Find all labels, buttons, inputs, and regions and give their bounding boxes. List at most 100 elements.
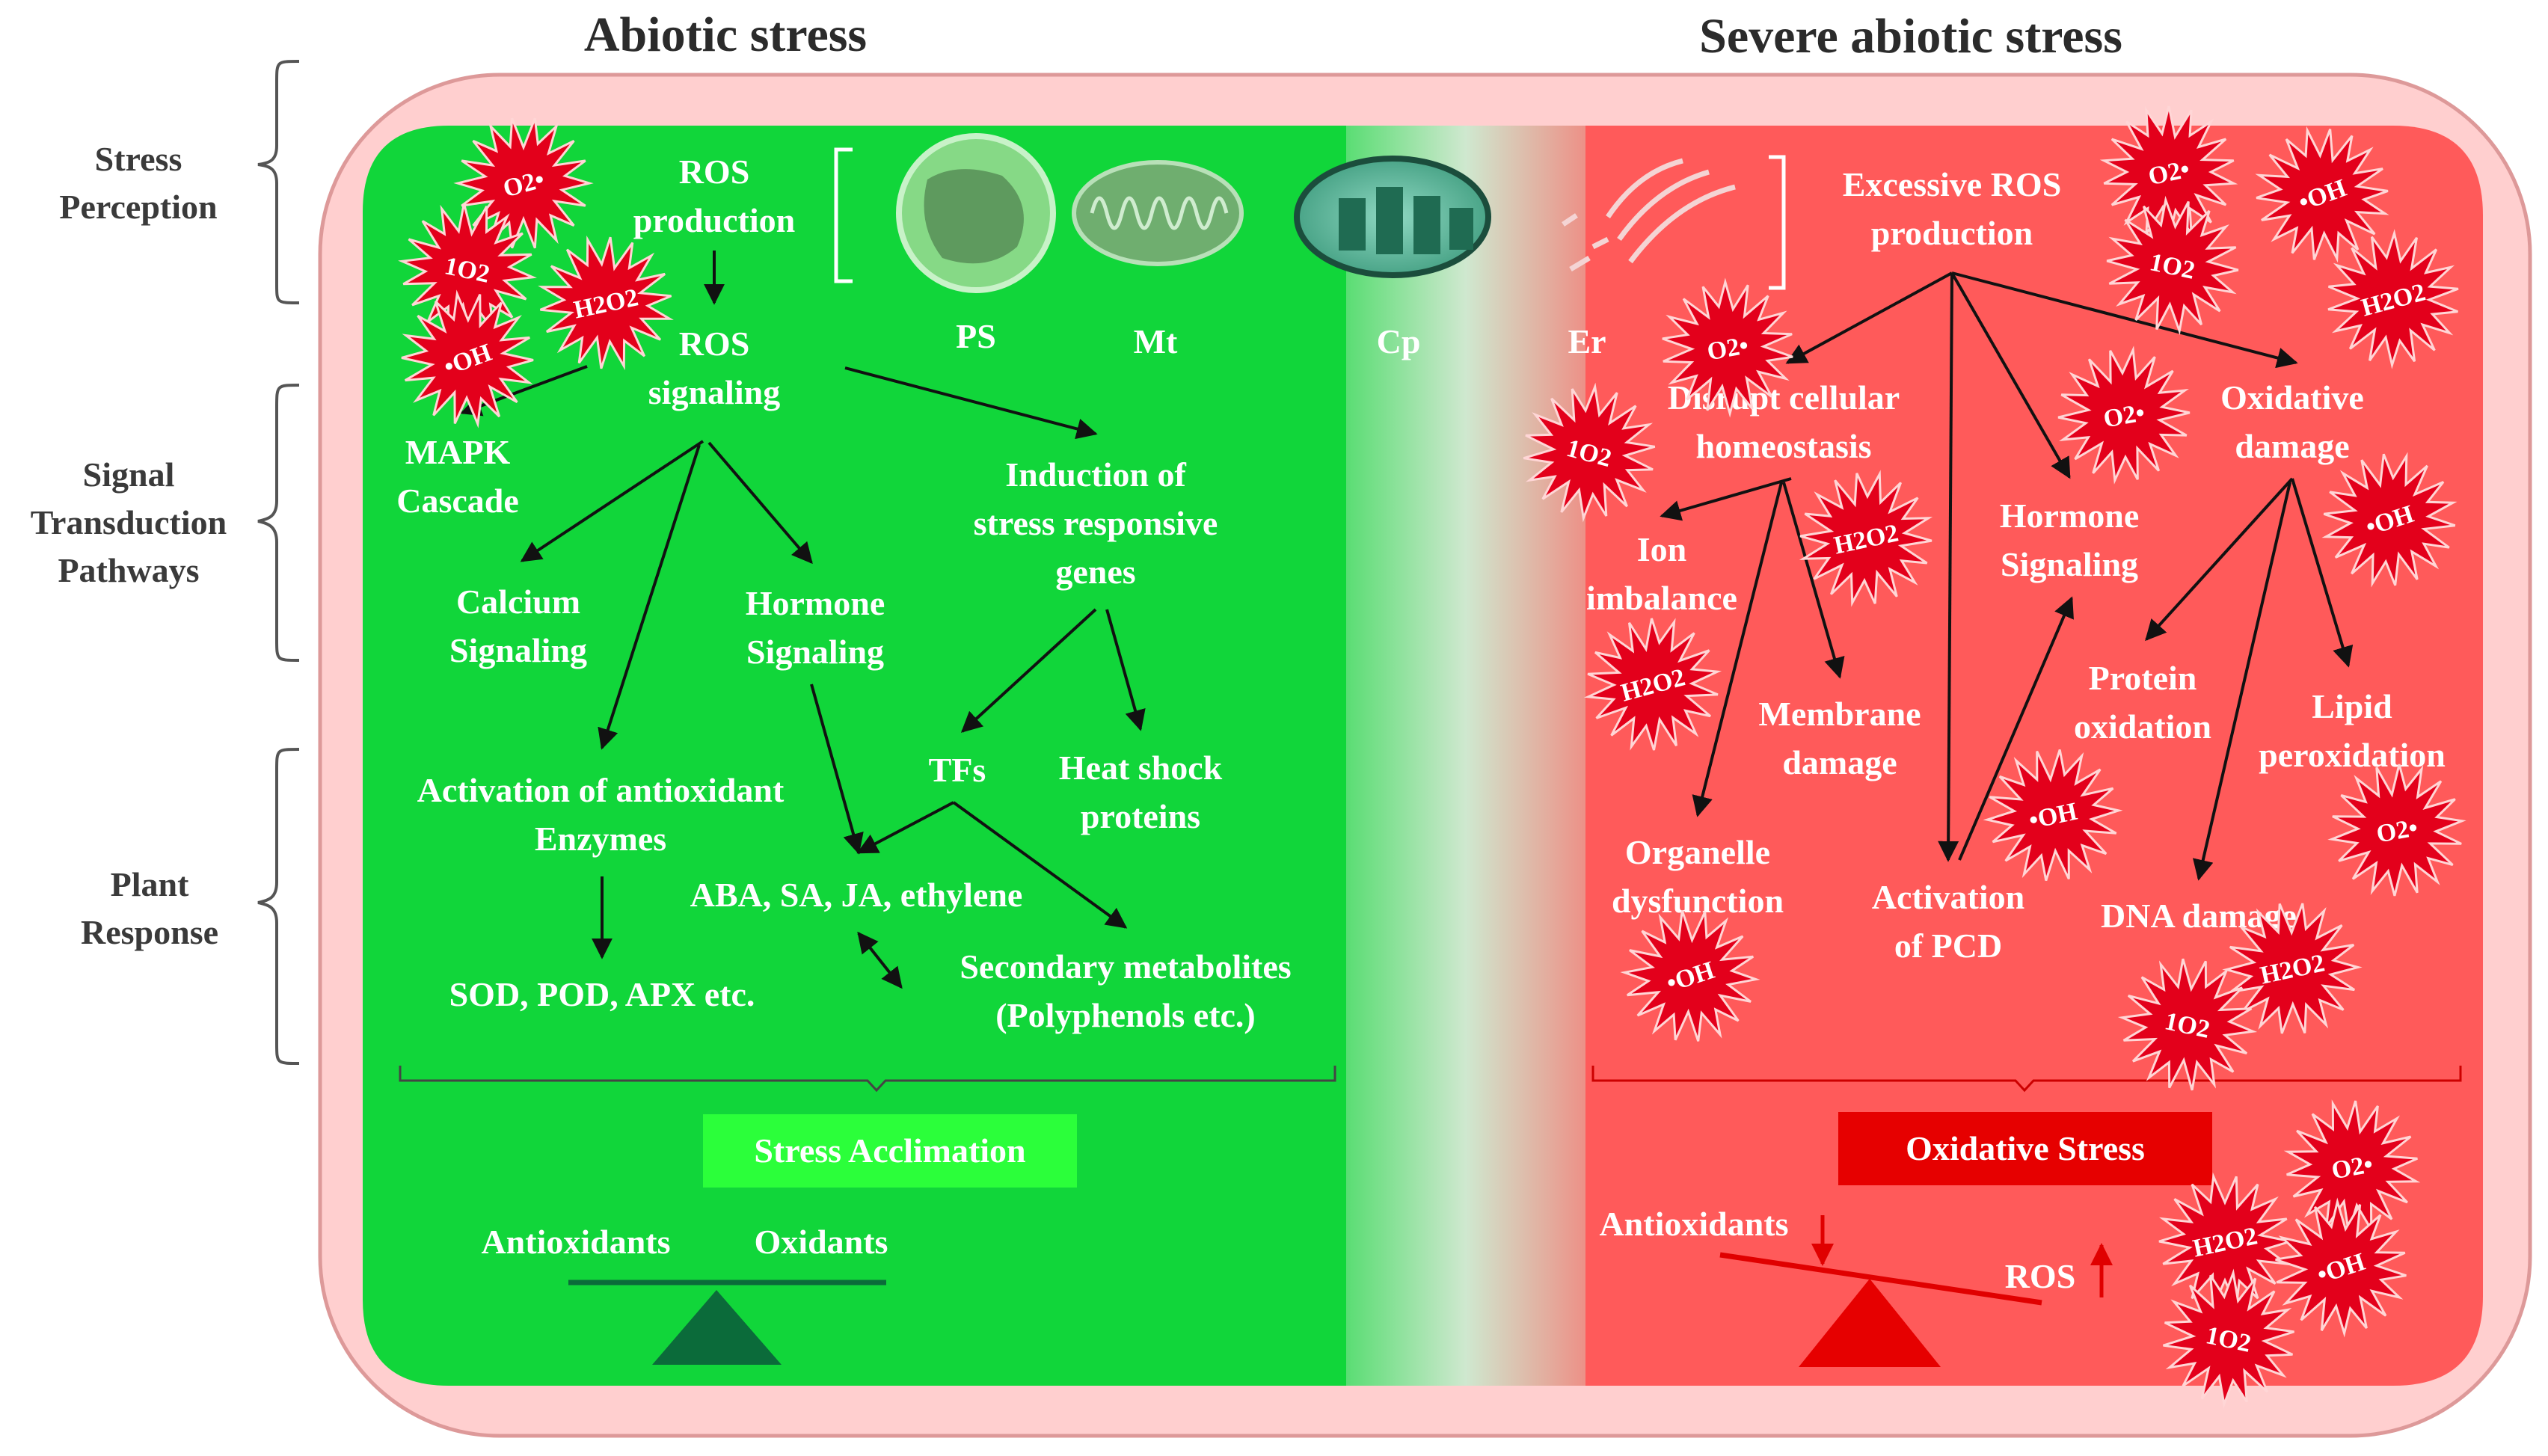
lipid-2: peroxidation — [2259, 736, 2446, 774]
green-panel — [363, 126, 1346, 1386]
oxidative-damage-1: Oxidative — [2220, 378, 2364, 417]
label-stress-perception-2: Perception — [59, 188, 217, 226]
enzymes: SOD, POD, APX etc. — [449, 975, 755, 1013]
oxidative-damage-2: damage — [2235, 427, 2349, 465]
left-arrows — [460, 251, 1146, 989]
ros-badge-peroxide: H2O2 — [538, 235, 674, 371]
right-balance-fulcrum — [1799, 1279, 1941, 1367]
calcium-1: Calcium — [456, 583, 580, 621]
right-hormone-1: Hormone — [2000, 497, 2140, 535]
stress-acclimation-label: Stress Acclimation — [754, 1131, 1025, 1170]
ros-production-2: production — [633, 201, 795, 239]
ros-badge-hydroxyl: •OH — [2321, 452, 2458, 588]
right-balance-beam — [1719, 1252, 2042, 1306]
left-bottom-brace — [399, 1066, 1336, 1093]
ros-badge-hydroxyl: •OH — [1983, 749, 2123, 881]
ros-badge-hydroxyl: •OH — [1620, 910, 1760, 1042]
ros-signaling-1: ROS — [679, 325, 750, 363]
left-balance-oxidants: Oxidants — [755, 1223, 888, 1261]
mitochondrion-icon — [1072, 160, 1244, 266]
ros-badge-hydroxyl: •OH — [2255, 126, 2389, 263]
ros-badge-singlet: 1O2 — [2117, 958, 2258, 1091]
left-balance-antioxidants: Antioxidants — [481, 1223, 670, 1261]
bracket-right — [1769, 155, 1786, 290]
right-bottom-brace — [1591, 1066, 2462, 1093]
mapk-2: Cascade — [396, 482, 519, 520]
left-balance-fulcrum — [652, 1290, 782, 1365]
left-header: Abiotic stress — [584, 7, 867, 62]
hormone-1: Hormone — [746, 584, 885, 622]
ros-badge-peroxide: H2O2 — [2327, 229, 2459, 369]
ros-badge-singlet: 1O2 — [398, 203, 537, 336]
label-er: Er — [1568, 322, 1606, 360]
ros-badge-superoxide: O2• — [1662, 277, 1793, 418]
label-signal-1: Signal — [83, 455, 175, 494]
ros-badge-peroxide: H2O2 — [2158, 1172, 2291, 1311]
oxidative-stress-box — [1838, 1112, 2212, 1185]
pcd-2: of PCD — [1894, 927, 2002, 965]
ros-badge-peroxide: H2O2 — [1799, 470, 1933, 607]
hormone-2: Signaling — [746, 633, 884, 671]
induction-1: Induction of — [1005, 455, 1186, 494]
right-header: Severe abiotic stress — [1699, 9, 2122, 64]
chloroplast-icon — [1294, 156, 1491, 278]
induction-3: genes — [1055, 553, 1135, 591]
ros-badge-superoxide: O2• — [2327, 764, 2466, 897]
calcium-2: Signaling — [449, 631, 587, 669]
protein-2: oxidation — [2074, 707, 2211, 746]
membrane-1: Membrane — [1758, 695, 1921, 733]
tfs: TFs — [929, 751, 986, 789]
antioxidant-activation-1: Activation of antioxidant — [417, 771, 785, 809]
pcd-1: Activation — [1872, 878, 2024, 916]
ion-2: imbalance — [1586, 579, 1737, 617]
label-plant-response-1: Plant — [111, 865, 189, 903]
ros-badge-superoxide: O2• — [2057, 345, 2191, 485]
bracket-left — [834, 147, 853, 283]
ros-badge-peroxide: H2O2 — [1583, 618, 1722, 751]
ros-badge-hydroxyl: •OH — [2275, 1197, 2407, 1338]
excessive-1: Excessive ROS — [1843, 165, 2062, 203]
endoplasmic-reticulum-icon — [1562, 158, 1736, 272]
ros-production-1: ROS — [679, 153, 750, 191]
ros-badge-singlet: 1O2 — [2163, 1268, 2294, 1409]
disrupt-2: homeostasis — [1695, 427, 1871, 465]
ros-badge-singlet: 1O2 — [2106, 195, 2239, 336]
oxidative-stress-label: Oxidative Stress — [1906, 1129, 2145, 1167]
secondary-2: (Polyphenols etc.) — [995, 996, 1256, 1034]
antioxidant-activation-2: Enzymes — [535, 820, 666, 858]
secondary-1: Secondary metabolites — [960, 947, 1291, 986]
hsp-1: Heat shock — [1059, 749, 1223, 787]
organelle-2: dysfunction — [1612, 882, 1784, 920]
label-plant-response-2: Response — [81, 913, 218, 951]
mapk-1: MAPK — [405, 433, 511, 471]
label-signal-2: Transduction — [31, 503, 227, 541]
ros-badge-peroxide: H2O2 — [2222, 903, 2363, 1034]
stress-acclimation-box — [703, 1114, 1077, 1188]
red-panel — [1585, 126, 2483, 1386]
label-ps: PS — [956, 317, 996, 355]
label-mt: Mt — [1134, 322, 1178, 360]
protein-1: Protein — [2089, 659, 2197, 697]
organelle-1: Organelle — [1625, 833, 1770, 871]
ros-badge-hydroxyl: •OH — [401, 289, 534, 428]
ros-signaling-2: signaling — [648, 373, 780, 411]
label-cp: Cp — [1377, 322, 1421, 360]
induction-2: stress responsive — [974, 504, 1218, 542]
right-arrows — [1660, 271, 2354, 881]
right-hormone-2: Signaling — [2001, 545, 2138, 583]
right-balance-ros: ROS — [2005, 1257, 2076, 1295]
photosystem-icon — [896, 133, 1056, 293]
excessive-2: production — [1871, 214, 2033, 252]
lipid-1: Lipid — [2312, 687, 2392, 725]
ros-badge-singlet: 1O2 — [1523, 382, 1656, 523]
membrane-2: damage — [1782, 743, 1897, 781]
phytohormones: ABA, SA, JA, ethylene — [690, 876, 1023, 914]
ion-1: Ion — [1637, 530, 1686, 568]
label-signal-3: Pathways — [58, 551, 199, 589]
ros-badge-superoxide: O2• — [453, 117, 594, 249]
label-stress-perception-1: Stress — [95, 140, 182, 178]
hsp-2: proteins — [1081, 797, 1200, 835]
right-balance-antioxidants: Antioxidants — [1599, 1205, 1788, 1243]
